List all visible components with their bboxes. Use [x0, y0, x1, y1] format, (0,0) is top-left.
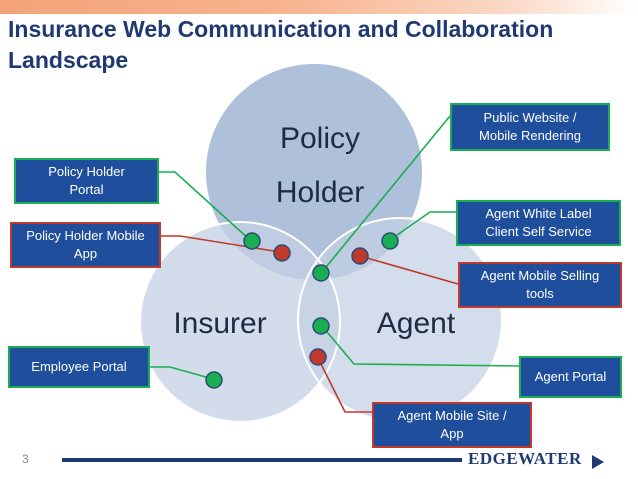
marker-employee-portal	[205, 371, 223, 389]
callout-agent-mobile-site-line1: Agent Mobile Site /	[397, 408, 507, 423]
marker-public-website	[312, 264, 330, 282]
top-accent-bar	[0, 0, 638, 14]
marker-policy-holder-mobile	[273, 244, 291, 262]
callout-agent-mobile-selling: Agent Mobile Selling tools	[458, 262, 622, 308]
logo-arrow-icon	[592, 455, 604, 469]
connector-public-website	[321, 115, 451, 273]
callout-policy-holder-mobile-line2: App	[73, 246, 98, 261]
callout-employee-portal-text: Employee Portal	[31, 359, 127, 374]
slide-title: Insurance Web Communication and Collabor…	[8, 16, 554, 73]
marker-agent-portal	[312, 317, 330, 335]
callout-agent-portal-text: Agent Portal	[534, 369, 607, 384]
callout-policy-holder-mobile-line1: Policy Holder Mobile	[26, 228, 145, 243]
callout-policy-holder-mobile-app: Policy Holder Mobile App	[10, 222, 161, 268]
connector-agent-portal	[321, 325, 520, 367]
agent-label: Agent	[376, 307, 456, 340]
connector-employee-portal	[149, 366, 214, 380]
callout-employee-portal: Employee Portal	[8, 346, 150, 388]
callout-policy-holder-portal-line2: Portal	[69, 182, 104, 197]
callout-agent-mobile-site: Agent Mobile Site / App	[372, 402, 532, 448]
connector-agent-mobile-site	[317, 357, 372, 413]
callout-agent-portal: Agent Portal	[519, 356, 622, 398]
marker-agent-white-label	[381, 232, 399, 250]
page-number: 3	[22, 452, 29, 466]
callout-agent-mobile-site-line2: App	[440, 426, 464, 441]
callout-policy-holder-portal: Policy Holder Portal	[14, 158, 159, 204]
insurer-label: Insurer	[173, 307, 267, 340]
policy-holder-label-line2: Holder	[275, 176, 365, 209]
policy-holder-label-line1: Policy	[279, 122, 361, 155]
insurer-circle-outline	[139, 221, 341, 423]
footer-rule	[62, 458, 462, 462]
callout-agent-mobile-selling-line1: Agent Mobile Selling	[480, 268, 600, 283]
callout-policy-holder-portal-line1: Policy Holder	[48, 164, 125, 179]
connector-agent-mobile-selling	[359, 255, 459, 285]
policy-holder-label: Policy Holder	[260, 120, 380, 212]
callout-agent-mobile-selling-line2: tools	[526, 286, 554, 301]
callout-public-website-line1: Public Website /	[483, 110, 577, 125]
callout-public-website-line2: Mobile Rendering	[479, 128, 581, 143]
callout-public-website: Public Website / Mobile Rendering	[450, 103, 610, 151]
edgewater-logo: EDGEWATER	[468, 449, 582, 468]
agent-circle	[298, 218, 502, 422]
callout-agent-white-label-line1: Agent White Label	[485, 206, 592, 221]
marker-agent-mobile-selling	[351, 247, 369, 265]
connector-agent-white-label	[389, 211, 456, 241]
marker-policy-holder-portal	[243, 232, 261, 250]
connector-policy-holder-portal	[158, 171, 251, 241]
marker-agent-mobile-site	[309, 348, 327, 366]
callout-agent-white-label: Agent White Label Client Self Service	[456, 200, 621, 246]
callout-agent-white-label-line2: Client Self Service	[485, 224, 592, 239]
